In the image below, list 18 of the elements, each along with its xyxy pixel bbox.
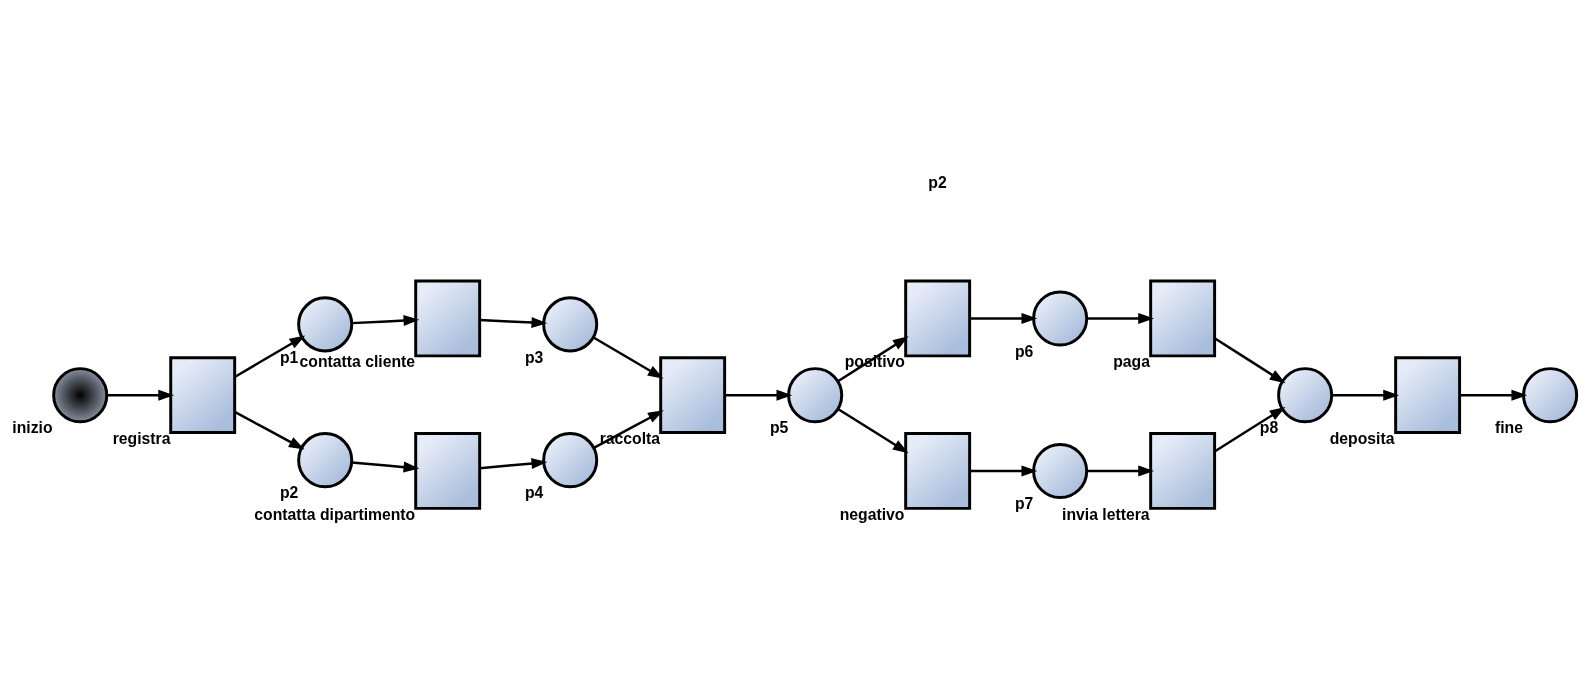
node-label: p4 (524, 483, 544, 501)
node-label: p6 (1014, 342, 1034, 360)
node-label: registra (112, 429, 171, 447)
node-label: paga (1113, 352, 1151, 370)
node-label: p3 (524, 348, 544, 366)
node-label: p7 (1014, 494, 1034, 512)
node-label: fine (1495, 418, 1523, 436)
node-label: negativo (839, 505, 905, 523)
node-label: p1 (279, 348, 299, 366)
label: p2 (928, 173, 947, 191)
node-label: invia lettera (1062, 505, 1150, 523)
node-label: inizio (12, 418, 53, 436)
node-label: p5 (769, 418, 789, 436)
node-label: contatta cliente (299, 352, 416, 370)
node-label: deposita (1329, 429, 1395, 447)
node-label: p2 (279, 483, 299, 501)
node-label: p8 (1259, 418, 1279, 436)
node-label: contatta dipartimento (254, 505, 416, 523)
